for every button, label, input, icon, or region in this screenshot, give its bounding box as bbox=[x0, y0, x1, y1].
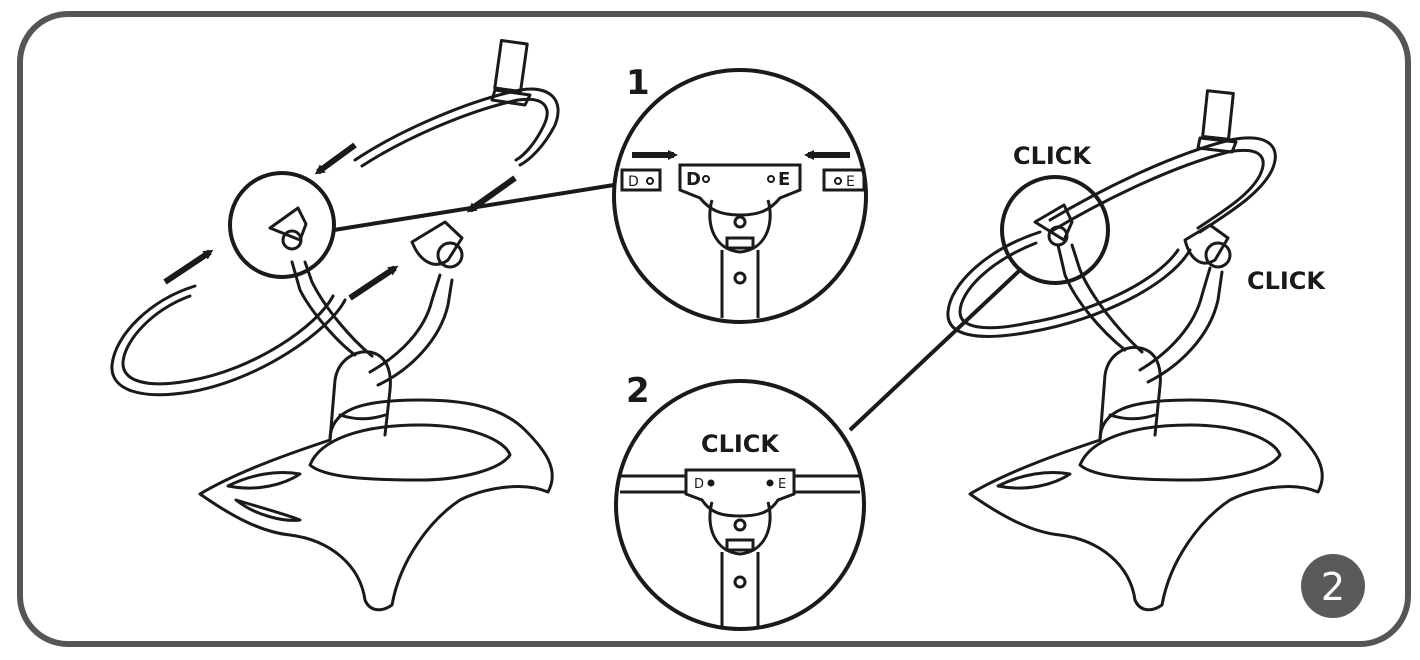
base-slot-2 bbox=[234, 498, 302, 522]
right-connector bbox=[410, 220, 464, 266]
assembly-arrows bbox=[163, 142, 517, 301]
upper-bar bbox=[353, 87, 560, 167]
left-arm bbox=[290, 260, 357, 357]
detail-2-right-mark: E bbox=[778, 477, 786, 492]
detail-1-left-tab: D bbox=[628, 174, 639, 190]
detail-2-number: 2 bbox=[626, 371, 650, 411]
assembled-click-side: CLICK bbox=[1247, 267, 1326, 295]
arrow-up-right-icon bbox=[163, 249, 214, 285]
detail-2: 2 CLICK D E bbox=[614, 268, 1022, 631]
base-slot bbox=[226, 471, 302, 490]
arrow-down-left-icon bbox=[314, 142, 357, 175]
assembled-bar bbox=[1048, 136, 1277, 234]
step-badge: 2 bbox=[1301, 554, 1365, 618]
detail-1-left-mark: D bbox=[686, 169, 701, 190]
diagram-frame bbox=[17, 11, 1411, 647]
assembled-magnifier bbox=[1000, 175, 1110, 285]
detail-1: 1 D E D E bbox=[612, 63, 868, 324]
left-connector bbox=[268, 206, 308, 242]
unassembled-swing bbox=[110, 38, 560, 612]
detail-2-click: CLICK bbox=[701, 430, 780, 458]
right-arm bbox=[368, 273, 442, 374]
detail-1-right-mark: E bbox=[778, 169, 790, 190]
arrow-down-left-icon bbox=[466, 175, 517, 213]
left-magnifier bbox=[228, 171, 615, 279]
step-badge-number: 2 bbox=[1321, 565, 1345, 609]
detail-1-number: 1 bbox=[626, 63, 650, 103]
arrow-up-right-icon bbox=[348, 265, 399, 301]
lower-bar bbox=[110, 284, 347, 397]
detail-1-right-tab: E bbox=[846, 174, 855, 190]
assembled-swing bbox=[946, 89, 1324, 612]
detail-2-left-mark: D bbox=[694, 477, 704, 492]
assembled-click-top: CLICK bbox=[1013, 142, 1092, 170]
swing-base-inner bbox=[308, 423, 512, 482]
